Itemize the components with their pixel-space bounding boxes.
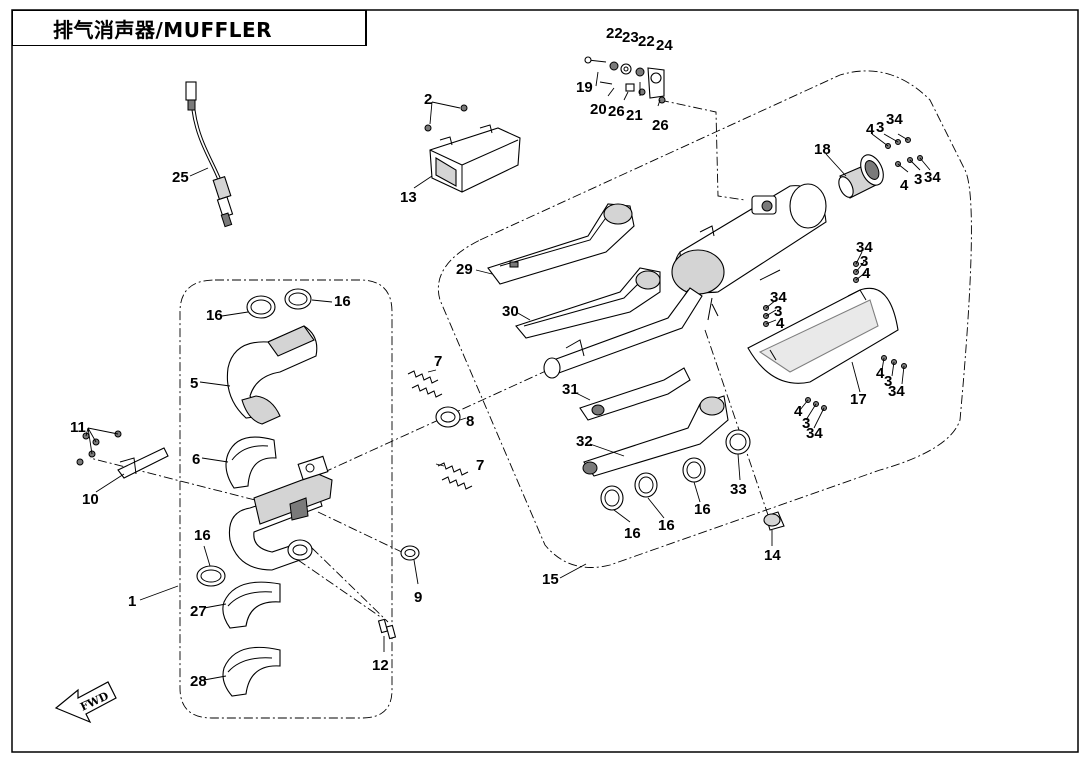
assembly-line: [317, 511, 409, 556]
callout-27: 27: [190, 603, 207, 620]
callout-23: 23: [622, 29, 639, 46]
assembly-line: [317, 369, 549, 476]
heat-shield-30: [515, 267, 661, 339]
callout-26: 26: [608, 103, 625, 120]
group-outline-1: [179, 279, 393, 719]
callout-16: 16: [194, 527, 211, 544]
callout-5: 5: [190, 375, 198, 392]
page-title: 排气消声器/MUFFLER: [12, 10, 367, 46]
callout-15: 15: [542, 571, 559, 588]
callout-16: 16: [658, 517, 675, 534]
callout-24: 24: [656, 37, 673, 54]
bracket-10: [76, 430, 169, 479]
grommet-14: [763, 511, 785, 531]
callout-30: 30: [502, 303, 519, 320]
callout-3: 3: [802, 415, 810, 432]
forward-arrow-icon: FWD: [54, 681, 117, 724]
callout-34: 34: [806, 425, 823, 442]
callout-17: 17: [850, 391, 867, 408]
assembly-line: [659, 99, 746, 201]
oxygen-sensor: [185, 81, 234, 228]
callout-21: 21: [626, 107, 643, 124]
shield-31: [579, 367, 691, 421]
callout-34: 34: [888, 383, 905, 400]
callout-11: 11: [70, 419, 86, 436]
callout-34: 34: [886, 111, 903, 128]
callout-7: 7: [434, 353, 442, 370]
callout-8: 8: [466, 413, 474, 430]
exhaust-elbow-5: [226, 325, 318, 425]
callout-16: 16: [206, 307, 223, 324]
callout-4: 4: [862, 265, 871, 282]
assembly-line: [704, 329, 769, 516]
callout-4: 4: [776, 315, 785, 332]
callout-33: 33: [730, 481, 747, 498]
callout-29: 29: [456, 261, 473, 278]
callout-14: 14: [764, 547, 781, 564]
shield-32: [582, 395, 729, 477]
half-shield-28: [222, 646, 281, 697]
callout-3: 3: [914, 171, 922, 188]
group-outline-15: [437, 70, 972, 568]
callout-4: 4: [866, 121, 875, 138]
callout-26: 26: [652, 117, 669, 134]
callout-2: 2: [424, 91, 432, 108]
callout-13: 13: [400, 189, 417, 206]
half-shield-6: [225, 436, 277, 489]
heat-shield-13: [424, 104, 521, 193]
callout-3: 3: [774, 303, 782, 320]
callout-32: 32: [576, 433, 593, 450]
springs-7: [407, 370, 473, 490]
assembly-line: [311, 547, 389, 623]
leader-lines: [85, 71, 931, 681]
gasket-8: [435, 406, 461, 428]
callout-18: 18: [814, 141, 831, 158]
callout-3: 3: [876, 119, 884, 136]
muffler-body: [671, 183, 827, 323]
callout-16: 16: [334, 293, 351, 310]
bracket-hardware: [584, 56, 666, 104]
callout-34: 34: [924, 169, 941, 186]
callout-12: 12: [372, 657, 389, 674]
callout-4: 4: [900, 177, 909, 194]
half-shield-27: [222, 581, 281, 629]
callout-3: 3: [860, 253, 868, 270]
clamp-rings: [196, 288, 751, 587]
callout-34: 34: [770, 289, 787, 306]
callout-6: 6: [192, 451, 200, 468]
callout-labels: 1 2 3 34 4 4 3 34 34 3 4 34 3 4 4 3 34 4…: [70, 25, 941, 690]
callout-1: 1: [128, 593, 136, 610]
callout-4: 4: [876, 365, 885, 382]
callout-10: 10: [82, 491, 99, 508]
callout-34: 34: [856, 239, 873, 256]
callout-22: 22: [606, 25, 623, 42]
frame-border: [11, 9, 1079, 753]
callout-22: 22: [638, 33, 655, 50]
callout-9: 9: [414, 589, 422, 606]
gasket-9: [400, 545, 420, 561]
heat-shield-17: [747, 287, 899, 384]
callout-28: 28: [190, 673, 207, 690]
studs-12: [377, 618, 397, 640]
assembly-line: [89, 457, 256, 501]
assembly-line: [297, 559, 383, 619]
callout-16: 16: [624, 525, 641, 542]
head-pipe: [543, 287, 703, 379]
callout-3: 3: [884, 373, 892, 390]
callout-4: 4: [794, 403, 803, 420]
callout-25: 25: [172, 169, 189, 186]
front-pipe-1: [228, 455, 333, 571]
callout-20: 20: [590, 101, 607, 118]
callout-31: 31: [562, 381, 579, 398]
tail-pipe-18: [838, 154, 884, 199]
callout-19: 19: [576, 79, 593, 96]
heat-shield-29: [487, 203, 635, 285]
callout-7: 7: [476, 457, 484, 474]
callout-16: 16: [694, 501, 711, 518]
